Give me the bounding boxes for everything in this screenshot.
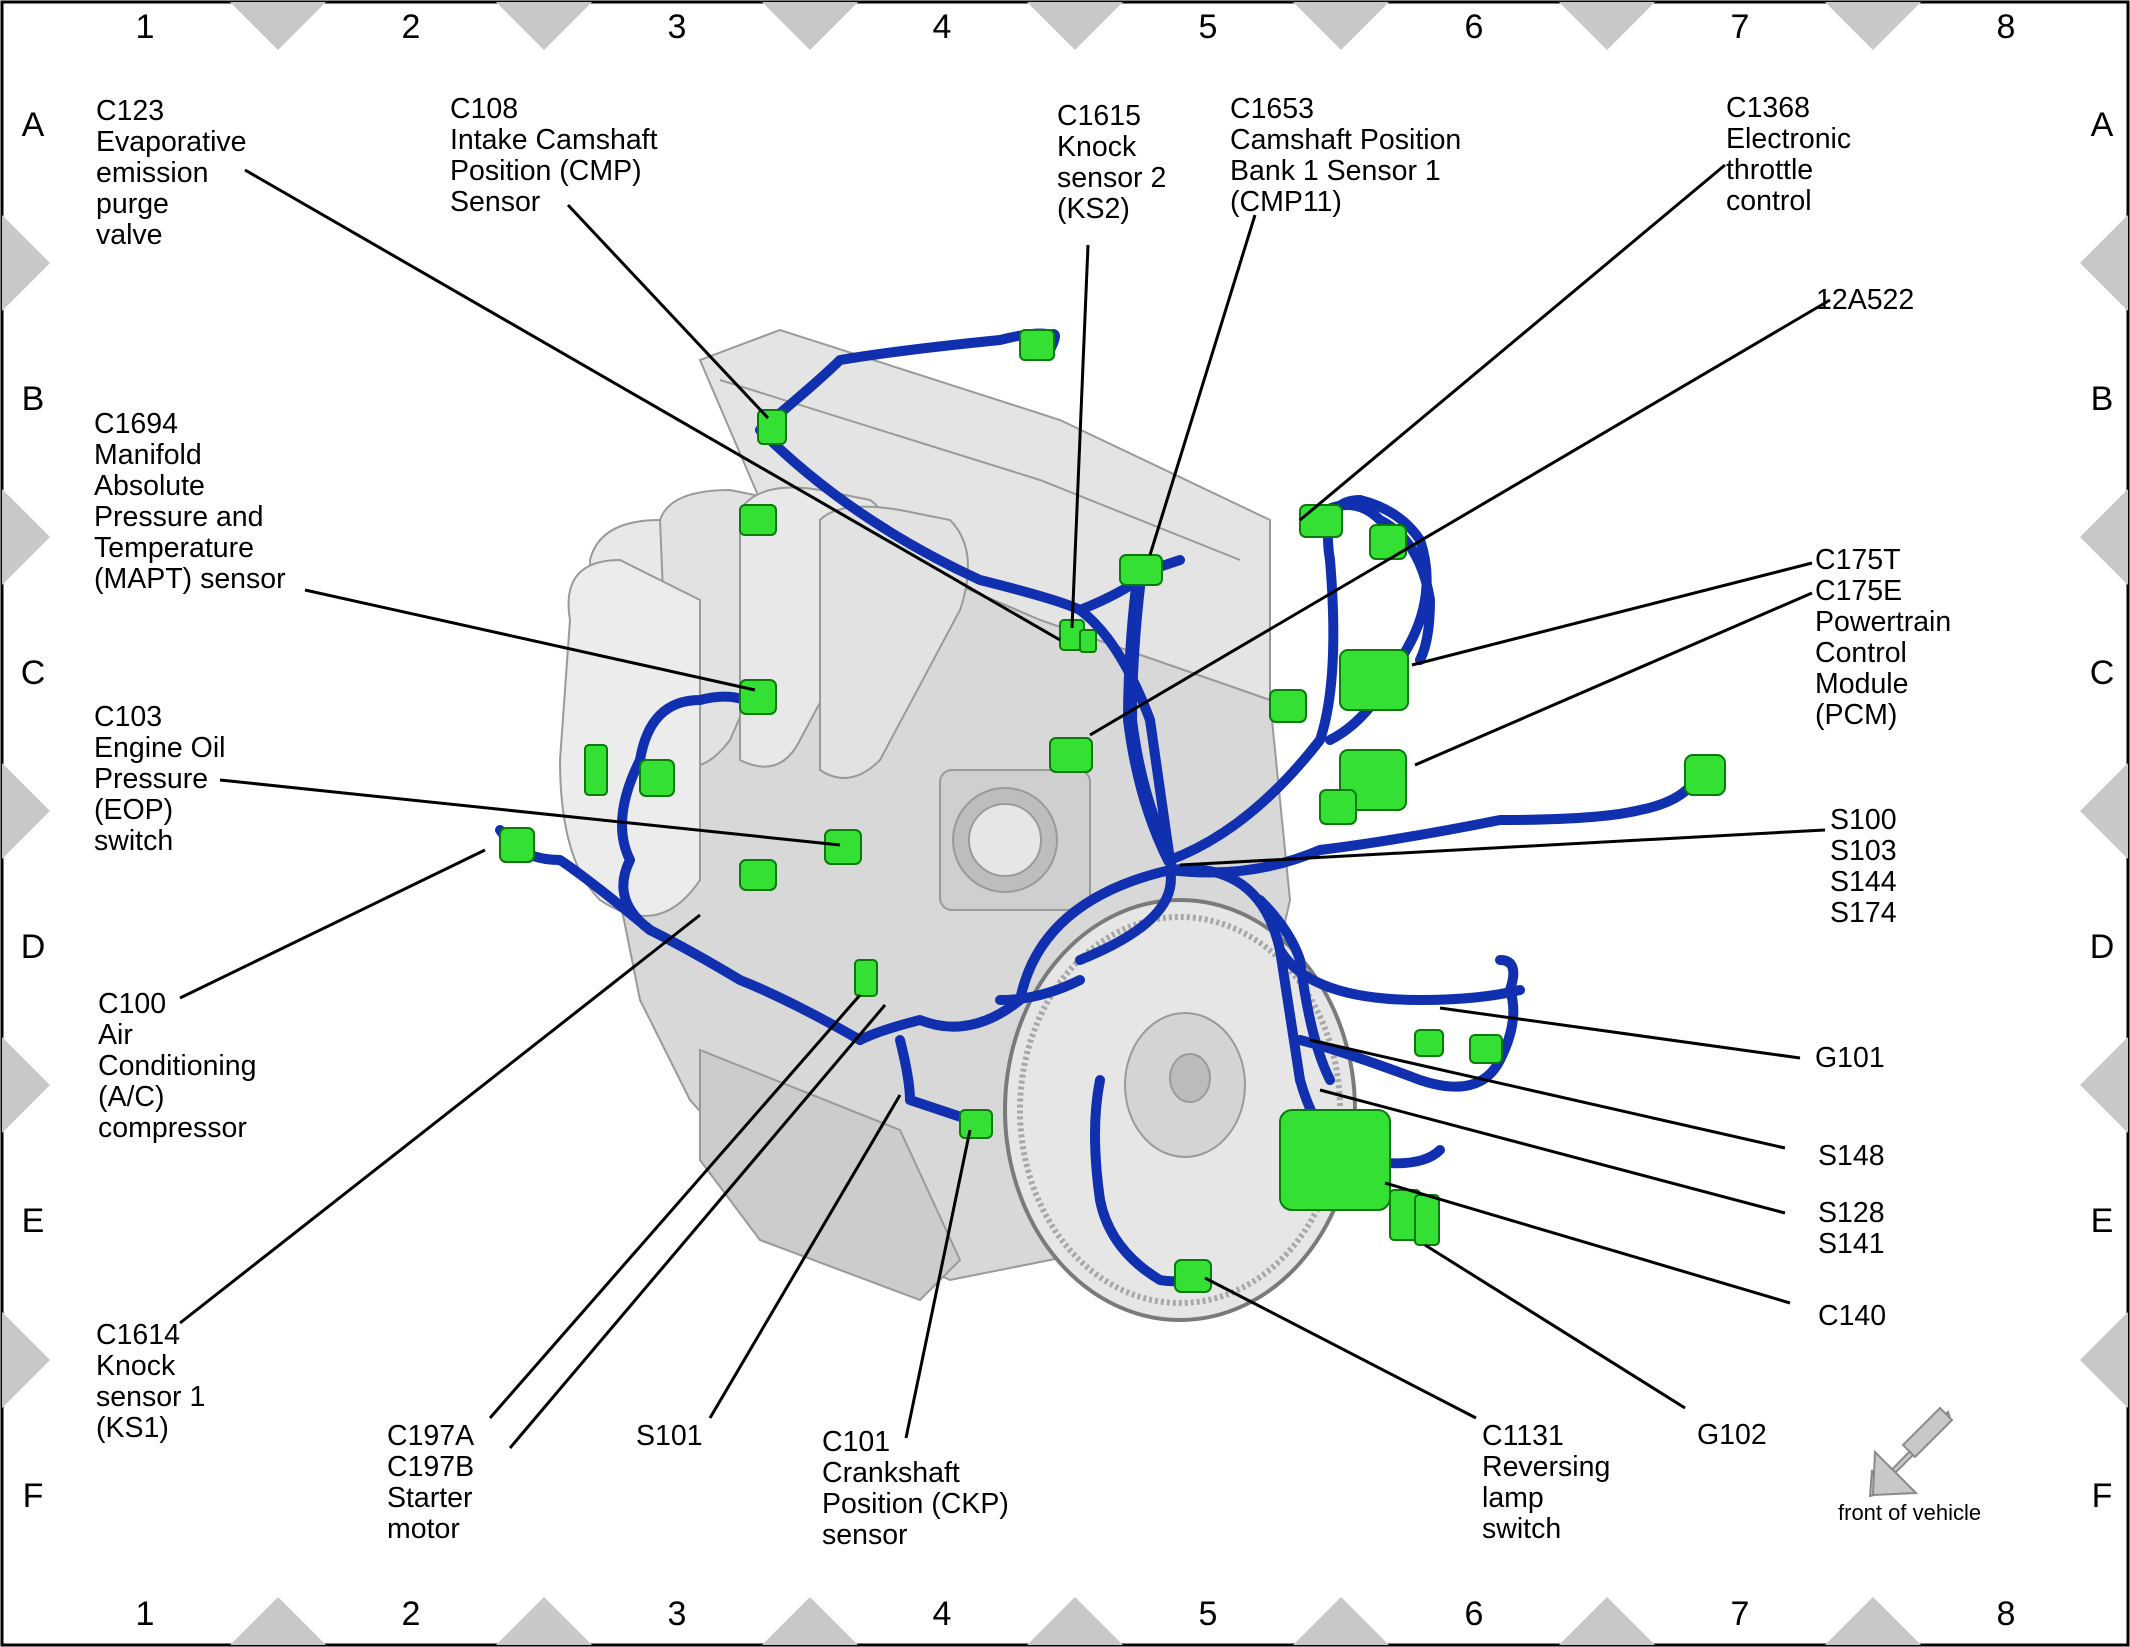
callout-c100: C100 Air Conditioning (A/C) compressor <box>98 988 257 1144</box>
grid-row-e-right: E <box>2090 1202 2114 1240</box>
callout-c197: C197A C197B Starter motor <box>387 1420 475 1545</box>
frame-marker-left-5 <box>2 1312 50 1408</box>
frame-marker-bottom-7 <box>1825 1597 1921 1645</box>
callout-c175: C175T C175E Powertrain Control Module (P… <box>1815 544 1952 731</box>
grid-row-e-left: E <box>21 1202 45 1240</box>
callout-c103: C103 Engine Oil Pressure (EOP) switch <box>94 701 226 857</box>
grid-column-7-top: 7 <box>1730 8 1750 46</box>
frame-marker-top-6 <box>1559 2 1655 50</box>
front-of-vehicle-arrow-icon <box>1868 1406 1954 1498</box>
frame-marker-right-2 <box>2080 489 2128 585</box>
grid-column-8-bottom: 8 <box>1996 1595 2016 1633</box>
frame-marker-top-1 <box>230 2 326 50</box>
frame-marker-left-4 <box>2 1037 50 1133</box>
grid-column-3-bottom: 3 <box>667 1595 687 1633</box>
frame-marker-right-5 <box>2080 1312 2128 1408</box>
callout-c1614: C1614 Knock sensor 1 (KS1) <box>96 1319 206 1444</box>
frame-marker-bottom-5 <box>1293 1597 1389 1645</box>
callout-s148: S148 <box>1818 1140 1885 1172</box>
grid-row-d-left: D <box>20 928 46 966</box>
frame-marker-bottom-6 <box>1559 1597 1655 1645</box>
front-of-vehicle-label: front of vehicle <box>1838 1500 1982 1525</box>
grid-column-8-top: 8 <box>1996 8 2016 46</box>
frame-marker-left-3 <box>2 763 50 859</box>
grid-row-a-left: A <box>21 106 45 144</box>
grid-column-3-top: 3 <box>667 8 687 46</box>
grid-row-b-right: B <box>2090 380 2114 418</box>
grid-column-2-top: 2 <box>401 8 421 46</box>
callout-s101: S101 <box>636 1420 703 1452</box>
callout-12a522: 12A522 <box>1816 284 1915 316</box>
callout-c1368: C1368 Electronic throttle control <box>1726 92 1852 217</box>
grid-column-4-bottom: 4 <box>932 1595 952 1633</box>
callout-c140: C140 <box>1818 1300 1887 1332</box>
callout-s100: S100 S103 S144 S174 <box>1830 804 1897 929</box>
callout-c101: C101 Crankshaft Position (CKP) sensor <box>822 1426 1009 1551</box>
frame-marker-bottom-4 <box>1027 1597 1123 1645</box>
frame-marker-right-3 <box>2080 763 2128 859</box>
grid-column-2-bottom: 2 <box>401 1595 421 1633</box>
frame-marker-right-4 <box>2080 1037 2128 1133</box>
frame-marker-right-1 <box>2080 215 2128 311</box>
connectors <box>499 329 1726 1293</box>
grid-column-6-top: 6 <box>1464 8 1484 46</box>
grid-column-4-top: 4 <box>932 8 952 46</box>
grid-column-5-bottom: 5 <box>1198 1595 1218 1633</box>
frame-marker-top-3 <box>762 2 858 50</box>
leader-lines <box>179 163 1831 1449</box>
callout-c1131: C1131 Reversing lamp switch <box>1482 1420 1611 1545</box>
frame-marker-bottom-3 <box>762 1597 858 1645</box>
frame-marker-left-1 <box>2 215 50 311</box>
frame-marker-bottom-2 <box>496 1597 592 1645</box>
frame-marker-top-5 <box>1293 2 1389 50</box>
callout-c123: C123 Evaporative emission purge valve <box>96 95 247 251</box>
callout-s128: S128 S141 <box>1818 1197 1885 1260</box>
grid-column-7-bottom: 7 <box>1730 1595 1750 1633</box>
grid-row-b-left: B <box>21 380 45 418</box>
callout-g101: G101 <box>1815 1042 1885 1074</box>
grid-row-f-right: F <box>2091 1477 2113 1515</box>
grid-row-d-right: D <box>2089 928 2115 966</box>
callout-c108: C108 Intake Camshaft Position (CMP) Sens… <box>450 93 658 218</box>
frame-marker-bottom-1 <box>230 1597 326 1645</box>
grid-row-c-left: C <box>20 654 46 692</box>
grid-row-a-right: A <box>2090 106 2114 144</box>
grid-row-c-right: C <box>2089 654 2115 692</box>
grid-column-6-bottom: 6 <box>1464 1595 1484 1633</box>
callout-c1615: C1615 Knock sensor 2 (KS2) <box>1057 100 1167 225</box>
grid-column-5-top: 5 <box>1198 8 1218 46</box>
grid-row-f-left: F <box>22 1477 44 1515</box>
grid-column-1-bottom: 1 <box>135 1595 155 1633</box>
callout-c1694: C1694 Manifold Absolute Pressure and Tem… <box>94 408 286 595</box>
frame-marker-left-2 <box>2 489 50 585</box>
grid-column-1-top: 1 <box>135 8 155 46</box>
callout-g102: G102 <box>1697 1419 1767 1451</box>
frame-marker-top-7 <box>1825 2 1921 50</box>
frame-marker-top-2 <box>496 2 592 50</box>
callout-c1653: C1653 Camshaft Position Bank 1 Sensor 1 … <box>1230 93 1462 218</box>
frame-marker-top-4 <box>1027 2 1123 50</box>
